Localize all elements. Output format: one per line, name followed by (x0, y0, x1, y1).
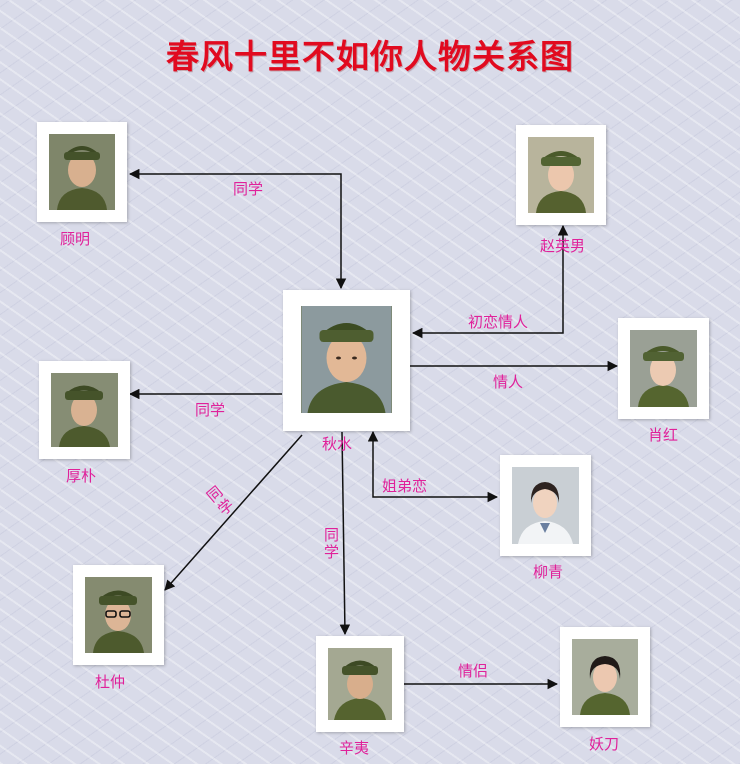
portrait-zhaoyingnan (516, 125, 606, 225)
portrait-houpu (39, 361, 130, 459)
relation-label-zhaoyingnan: 初恋情人 (468, 313, 529, 331)
portrait-xinyi (316, 636, 404, 732)
person-icon (572, 639, 638, 715)
portrait-image (49, 134, 115, 210)
relation-label-yaodao: 情侣 (458, 662, 489, 680)
diagram-title: 春风十里不如你人物关系图 (166, 37, 574, 76)
name-guming: 顾明 (60, 230, 91, 248)
relation-label-guming: 同学 (233, 180, 264, 198)
name-xiaohong: 肖红 (648, 426, 679, 444)
relation-label-houpu: 同学 (195, 401, 226, 419)
name-xinyi: 辛夷 (339, 739, 370, 757)
person-icon (85, 577, 152, 653)
portrait-yaodao (560, 627, 650, 727)
name-liuqing: 柳青 (533, 563, 564, 581)
portrait-image (528, 137, 594, 213)
name-yaodao: 妖刀 (589, 735, 620, 753)
portrait-xiaohong (618, 318, 709, 419)
portrait-image (572, 639, 638, 715)
name-zhaoyingnan: 赵英男 (540, 237, 586, 255)
portrait-image (328, 648, 392, 720)
portrait-image (85, 577, 152, 653)
portrait-liuqing (500, 455, 591, 556)
person-icon (630, 330, 697, 407)
name-duzhong: 杜仲 (95, 673, 126, 691)
person-icon (51, 373, 118, 447)
portrait-image (51, 373, 118, 447)
name-houpu: 厚朴 (66, 467, 97, 485)
person-icon (49, 134, 115, 210)
relation-label-xinyi: 同学 (322, 527, 340, 561)
person-icon (528, 137, 594, 213)
arrow-qiushui-guming (128, 168, 347, 290)
portrait-duzhong (73, 565, 164, 665)
relation-label-liuqing: 姐弟恋 (382, 477, 428, 495)
portrait-guming (37, 122, 127, 222)
arrow-qiushui-xinyi (339, 431, 351, 636)
arrow-qiushui-duzhong (164, 434, 303, 591)
relation-label-xiaohong: 情人 (493, 373, 524, 391)
portrait-qiushui[interactable] (283, 290, 410, 431)
portrait-image (512, 467, 579, 544)
arrow-liuqing-qiushui (367, 430, 499, 503)
person-icon (328, 648, 392, 720)
portrait-image (630, 330, 697, 407)
portrait-image (301, 306, 392, 413)
person-icon (301, 306, 392, 413)
person-icon (512, 467, 579, 544)
arrow-zhaoyingnan-qiushui (411, 224, 569, 339)
name-qiushui: 秋水 (322, 435, 353, 453)
